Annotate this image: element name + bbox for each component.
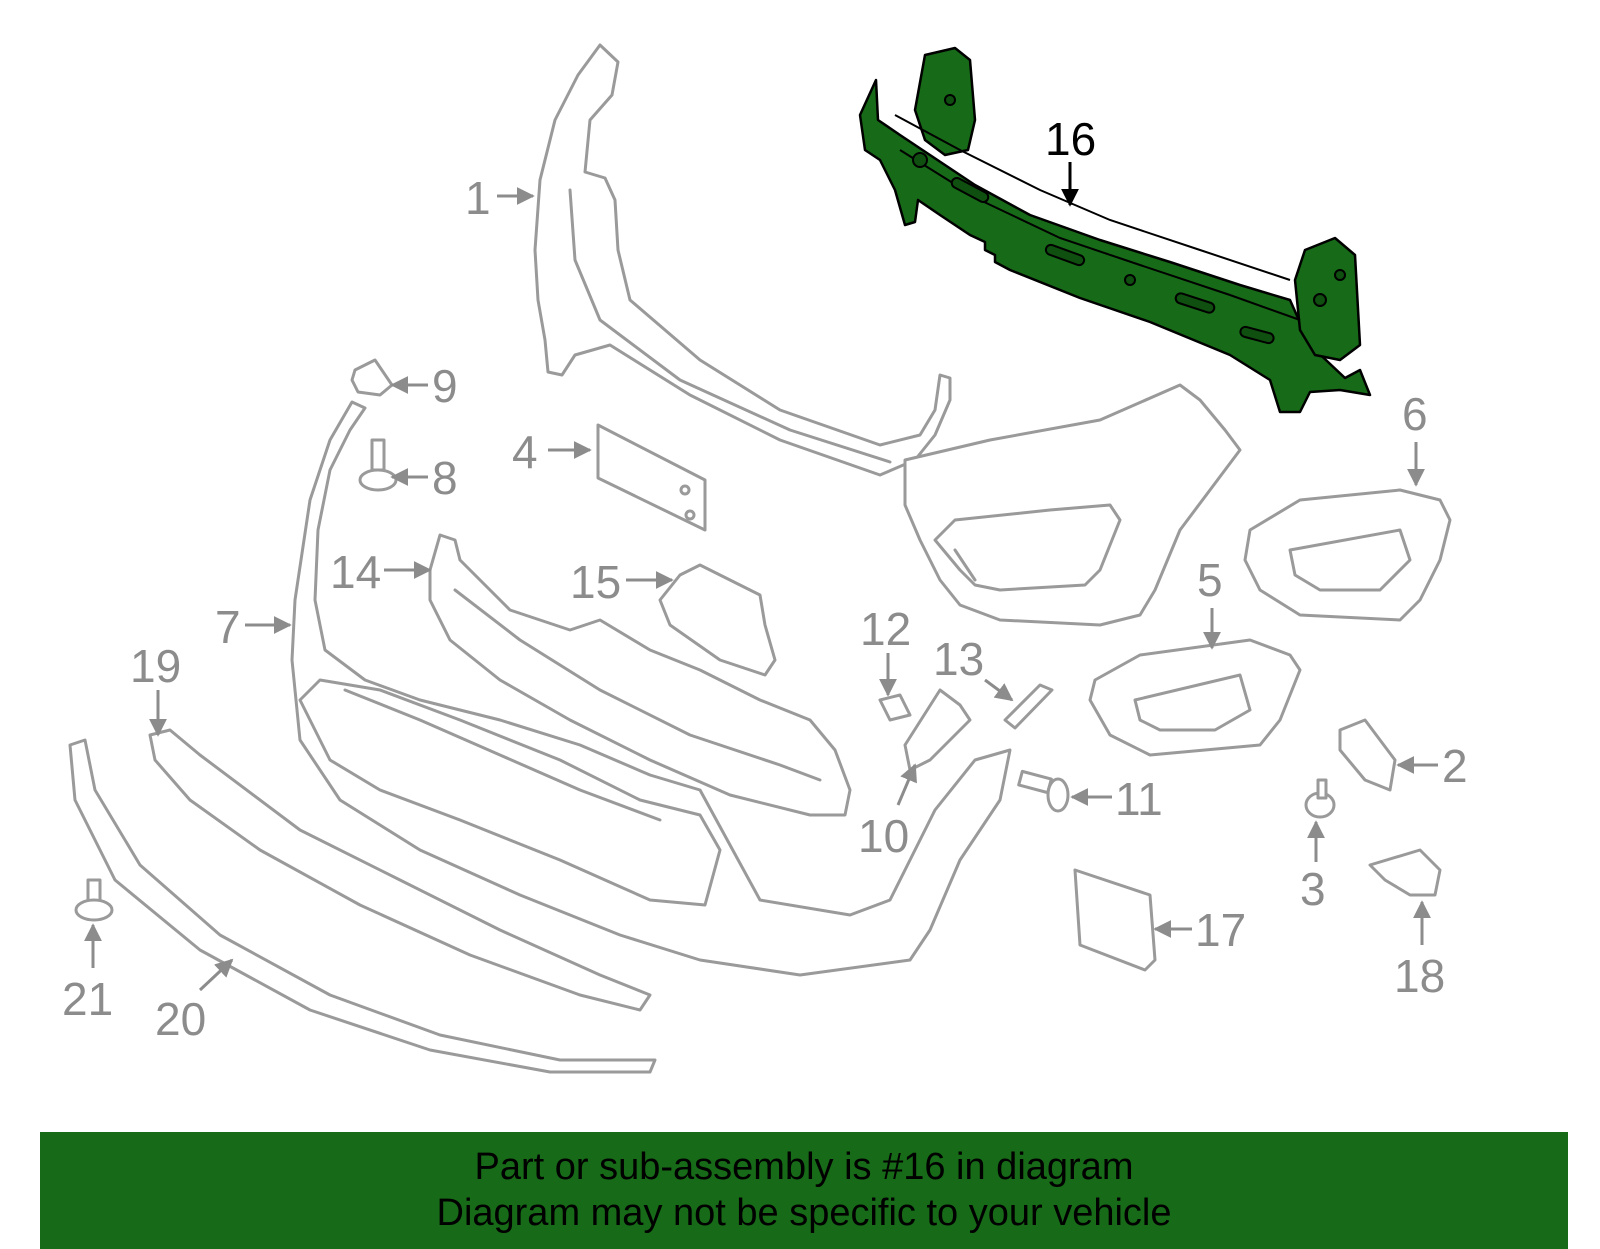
part-18-bracket — [1368, 848, 1442, 897]
part-20-lower-strip — [68, 738, 657, 1074]
callouts: 1 9 8 4 14 15 7 19 12 13 10 11 6 5 2 3 1 — [62, 113, 1468, 1045]
callout-11: 11 — [1115, 773, 1163, 825]
callout-5: 5 — [1197, 554, 1223, 606]
callout-13: 13 — [933, 633, 984, 685]
part-21-screw — [74, 878, 114, 922]
banner-line-1: Part or sub-assembly is #16 in diagram — [474, 1146, 1134, 1188]
callout-19: 19 — [130, 640, 181, 692]
banner-line-2: Diagram may not be specific to your vehi… — [436, 1192, 1172, 1234]
callout-12: 12 — [860, 603, 911, 655]
part-15-bracket — [658, 563, 777, 677]
part-4-license-bracket — [596, 423, 707, 532]
bumper-cover — [903, 383, 1242, 627]
part-11-screw — [1017, 769, 1070, 813]
part-6-fog-bezel — [1243, 488, 1452, 622]
part-13-pin — [1003, 683, 1054, 730]
callout-2: 2 — [1442, 740, 1468, 792]
part-7-lower-fascia — [290, 400, 1012, 977]
part-17-module — [1073, 868, 1157, 972]
part-19-lower-trim — [148, 728, 652, 1012]
callout-6: 6 — [1402, 388, 1428, 440]
callout-18: 18 — [1394, 950, 1445, 1002]
callout-3: 3 — [1300, 863, 1326, 915]
callout-21: 21 — [62, 973, 113, 1025]
callout-4: 4 — [512, 426, 538, 478]
callout-8: 8 — [432, 452, 458, 504]
callout-10: 10 — [858, 810, 909, 862]
callout-14: 14 — [330, 546, 381, 598]
part-5-fog-bezel — [1088, 638, 1302, 757]
part-14-grille — [428, 533, 852, 817]
info-banner: Part or sub-assembly is #16 in diagram D… — [40, 1132, 1568, 1249]
callout-17: 17 — [1195, 904, 1246, 956]
part-9-clip — [350, 358, 394, 397]
part-8-screw — [358, 438, 398, 492]
part-2-bracket — [1338, 718, 1397, 792]
callout-20: 20 — [155, 993, 206, 1045]
callout-1: 1 — [465, 172, 491, 224]
callout-15: 15 — [570, 556, 621, 608]
part-10-bracket — [903, 688, 972, 772]
callout-16: 16 — [1045, 113, 1096, 165]
callout-7: 7 — [215, 601, 241, 653]
part-16-bumper-reinforcement — [858, 46, 1372, 414]
part-12-clip — [878, 693, 912, 722]
part-3-screw — [1304, 778, 1336, 819]
part-1-upper-trim — [533, 43, 952, 477]
callout-9: 9 — [432, 360, 458, 412]
